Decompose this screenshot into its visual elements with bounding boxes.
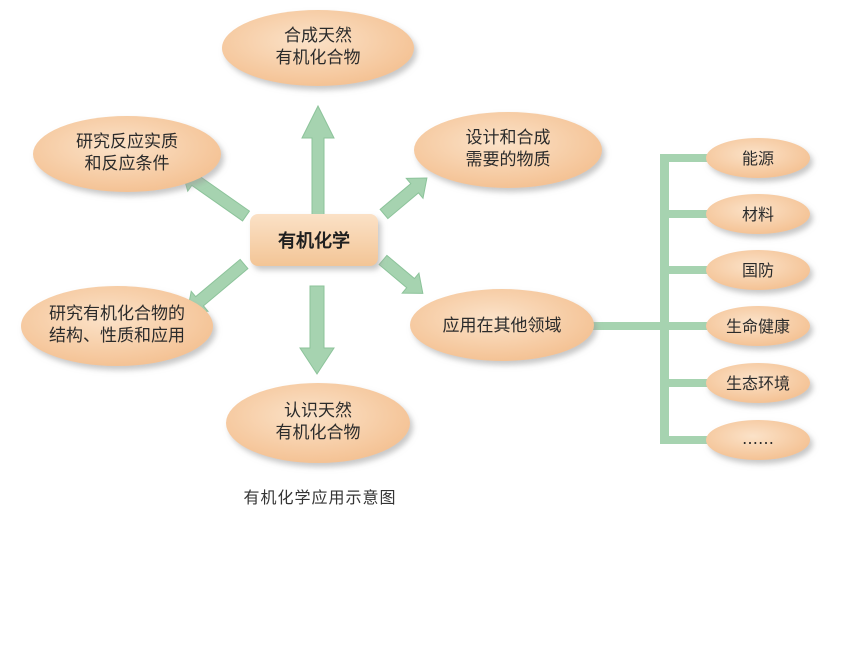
node-lower-left (21, 286, 213, 366)
connector-branch-6 (664, 436, 712, 444)
node-upper-right-line2: 需要的物质 (466, 150, 551, 170)
node-top-line2: 有机化合物 (276, 48, 361, 68)
connector-branch-2 (664, 210, 712, 218)
connector-branch-5 (664, 379, 712, 387)
field-node-5 (706, 363, 810, 403)
field-label-3: 国防 (742, 261, 774, 280)
center-node-label: 有机化学 (278, 230, 350, 252)
arrow-upper-right (379, 177, 428, 220)
field-connectors (592, 154, 712, 444)
arrow-down (299, 285, 335, 375)
arrows (181, 104, 428, 375)
node-upper-right-line1: 设计和合成 (466, 128, 551, 148)
connector-trunk (660, 154, 669, 444)
field-node-4 (706, 306, 810, 346)
node-upper-left (33, 116, 221, 192)
field-node-2 (706, 194, 810, 234)
connector-branch-1 (664, 154, 712, 162)
field-node-1 (706, 138, 810, 178)
field-label-2: 材料 (742, 205, 774, 224)
connector-main (592, 322, 668, 330)
field-node-3 (706, 250, 810, 290)
connector-branch-3 (664, 266, 712, 274)
node-bottom-line2: 有机化合物 (276, 423, 361, 443)
node-top (222, 10, 414, 86)
arrow-up (301, 104, 335, 216)
arrow-lower-right (378, 254, 424, 294)
node-lower-left-line2: 结构、性质和应用 (49, 326, 185, 346)
field-label-5: 生态环境 (726, 374, 790, 393)
node-upper-right (414, 112, 602, 188)
center-node (250, 214, 378, 266)
field-node-6 (706, 420, 810, 460)
field-label-4: 生命健康 (726, 317, 790, 336)
node-top-line1: 合成天然 (284, 26, 352, 46)
node-right (410, 289, 594, 361)
node-bottom (226, 383, 410, 463)
node-bottom-line1: 认识天然 (284, 401, 352, 421)
node-upper-left-line2: 和反应条件 (85, 154, 170, 174)
node-right-label: 应用在其他领域 (443, 316, 562, 336)
node-upper-left-line1: 研究反应实质 (76, 132, 178, 152)
diagram-caption: 有机化学应用示意图 (243, 488, 397, 507)
connector-branch-4 (664, 322, 712, 330)
field-label-6: …… (742, 429, 774, 448)
node-lower-left-line1: 研究有机化合物的 (49, 304, 185, 324)
field-label-1: 能源 (742, 149, 774, 168)
